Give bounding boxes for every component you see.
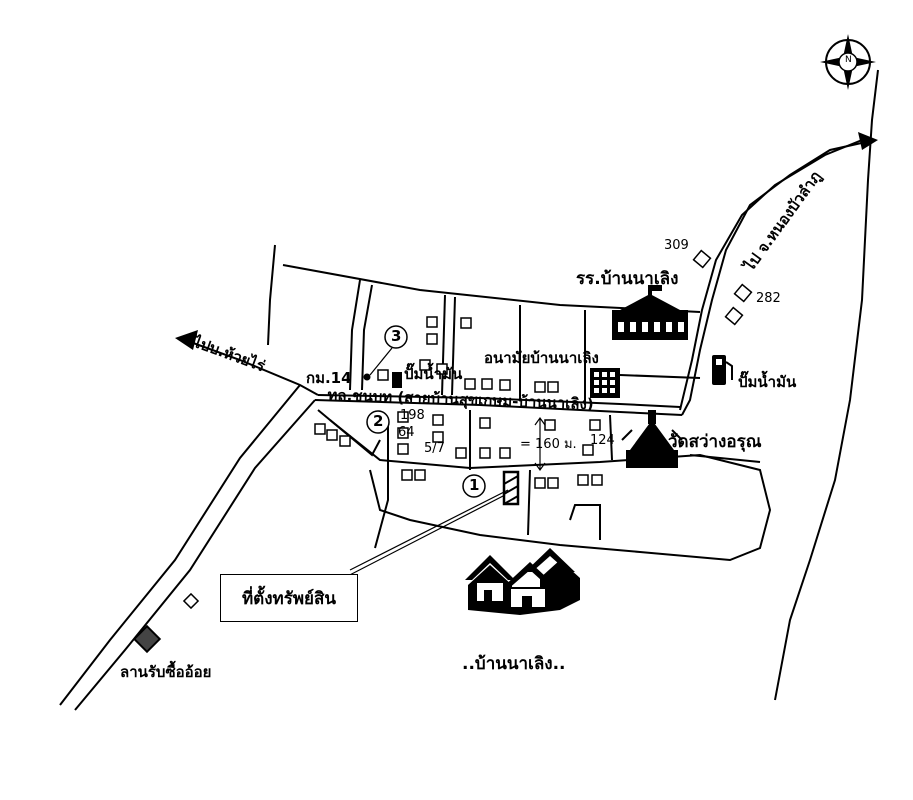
house-number-5-7: 5/7 [424, 441, 445, 456]
house-number-282: 282 [756, 291, 781, 306]
house-number-124: 124 [590, 433, 615, 448]
village-label: ..บ้านนาเลิง.. [462, 654, 566, 674]
house-number-64: 64 [398, 425, 415, 440]
health-center-label: อนามัยบ้านนาเลิง [484, 349, 599, 367]
school-icon [612, 285, 688, 340]
school-label: รร.บ้านนาเลิง [576, 269, 679, 289]
property-marker-icon [502, 470, 520, 506]
marker-circles [366, 325, 486, 498]
house-number-309: 309 [664, 238, 689, 253]
road-to-huai-rai [184, 339, 319, 396]
village-houses-icon [465, 548, 580, 615]
temple-icon [621, 410, 683, 468]
gas-pump-icon [712, 355, 733, 385]
house-number-198: 198 [400, 408, 425, 423]
arrow-northeast-icon [858, 132, 878, 150]
km-marker-label: กม.14 [306, 369, 352, 387]
gas-station-label-right: ปั๊มน้ำมัน [738, 373, 797, 391]
marker-1: 1 [469, 476, 480, 494]
gas-station-label: ปั๊มน้ำมัน [404, 365, 463, 383]
compass-icon [820, 34, 876, 90]
distance-label: = 160 ม. [520, 437, 577, 452]
property-location-label: ที่ตั้งทรัพย์สิน [220, 574, 358, 622]
temple-label: วัดสว่างอรุณ [668, 432, 762, 452]
health-center-icon [590, 368, 620, 398]
gas-pump-icon [392, 372, 402, 388]
road-to-nong-bua-lam-phu [681, 139, 876, 416]
buying-yard-label: ลานรับซื้ออ้อย [120, 663, 212, 681]
marker-2: 2 [373, 412, 384, 430]
buying-yard-icon [132, 624, 162, 654]
compass-label: N [845, 55, 852, 65]
arrow-west-icon [175, 330, 198, 350]
marker-3: 3 [391, 327, 402, 345]
